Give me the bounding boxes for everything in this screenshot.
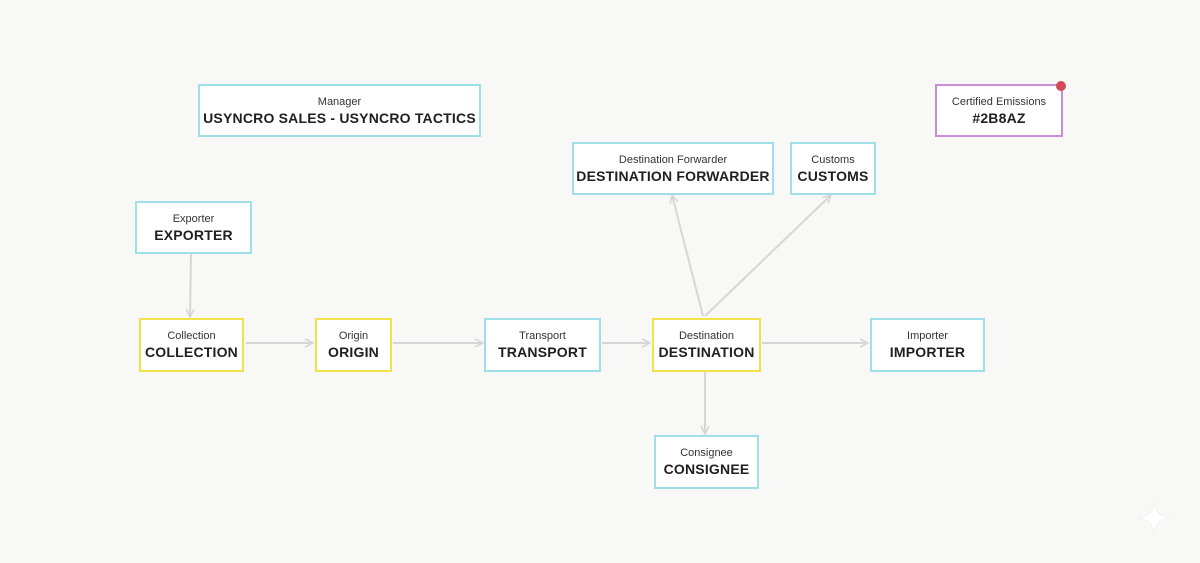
certified-emissions-label: Certified Emissions — [951, 95, 1047, 108]
notification-dot-icon — [1056, 81, 1066, 91]
manager-node[interactable]: Manager USYNCRO SALES - USYNCRO TACTICS — [198, 84, 481, 137]
destination-forwarder-name-label: DESTINATION FORWARDER — [576, 167, 770, 184]
destination-forwarder-node[interactable]: Destination Forwarder DESTINATION FORWAR… — [572, 142, 774, 195]
destination-node[interactable]: Destination DESTINATION — [652, 318, 761, 372]
arrow-exporter-collection — [190, 253, 191, 317]
origin-node[interactable]: Origin ORIGIN — [315, 318, 392, 372]
destination-forwarder-role-label: Destination Forwarder — [618, 153, 728, 166]
manager-role-label: Manager — [317, 95, 362, 108]
exporter-node[interactable]: Exporter EXPORTER — [135, 201, 252, 254]
exporter-role-label: Exporter — [172, 212, 215, 225]
manager-name-label: USYNCRO SALES - USYNCRO TACTICS — [203, 109, 476, 126]
collection-name-label: COLLECTION — [145, 344, 238, 360]
collection-node[interactable]: Collection COLLECTION — [139, 318, 244, 372]
customs-name-label: CUSTOMS — [797, 167, 869, 184]
transport-name-label: TRANSPORT — [498, 344, 587, 360]
transport-node[interactable]: Transport TRANSPORT — [484, 318, 601, 372]
sparkle-icon — [1137, 501, 1171, 535]
customs-role-label: Customs — [811, 153, 855, 166]
certified-emissions-node[interactable]: Certified Emissions #2B8AZ — [935, 81, 1066, 137]
consignee-node[interactable]: Consignee CONSIGNEE — [654, 435, 759, 489]
importer-name-label: IMPORTER — [889, 344, 966, 360]
arrow-destination-customs — [704, 195, 831, 317]
destination-name-label: DESTINATION — [658, 344, 755, 360]
destination-role-label: Destination — [678, 330, 735, 342]
collection-role-label: Collection — [167, 330, 216, 342]
transport-role-label: Transport — [519, 330, 566, 342]
customs-node[interactable]: Customs CUSTOMS — [790, 142, 876, 195]
importer-role-label: Importer — [907, 330, 948, 342]
origin-name-label: ORIGIN — [328, 344, 379, 360]
origin-role-label: Origin — [338, 330, 369, 342]
arrow-destination-forwarder — [672, 195, 704, 317]
exporter-name-label: EXPORTER — [154, 226, 233, 243]
consignee-role-label: Consignee — [680, 447, 733, 459]
consignee-name-label: CONSIGNEE — [663, 461, 750, 477]
importer-node[interactable]: Importer IMPORTER — [870, 318, 985, 372]
certified-emissions-code: #2B8AZ — [972, 109, 1026, 126]
